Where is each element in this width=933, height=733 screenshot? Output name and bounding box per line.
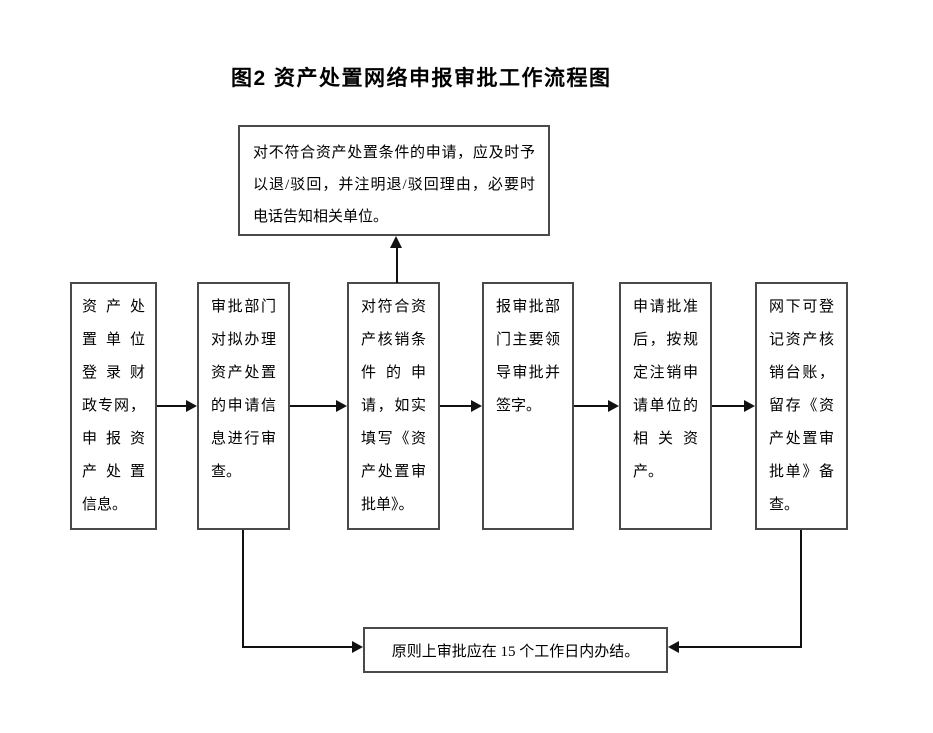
text-line: 资产处 [82, 299, 145, 315]
text-line: 产核销条 [361, 332, 426, 348]
step-box-offline-ledger: 网下可登记资产核销台账， 留存《资产处置审批单》备查。 [755, 282, 848, 530]
text-line: 件的申 [361, 365, 426, 381]
text-line: 定注销申 [633, 365, 698, 381]
text-line: 资产处置 [211, 365, 276, 381]
arrow-up-icon [390, 236, 402, 248]
connector-step6-deadline-horizontal [679, 646, 801, 648]
deadline-text: 原则上审批应在 15 个工作日内办结。 [391, 643, 640, 660]
connector-step1-step2 [157, 405, 186, 407]
connector-step2-step3 [290, 405, 336, 407]
text-line: 查。 [211, 464, 242, 480]
step-box-review-application: 审批部门对拟办理资产处置的申请信息进行审查。 [197, 282, 290, 530]
arrow-left-icon [668, 641, 679, 653]
deadline-box: 原则上审批应在 15 个工作日内办结。 [363, 627, 668, 673]
text-line: 信息。 [82, 497, 128, 513]
step-box-cancel-assets: 申请批准后，按规定注销申请单位的相关资产。 [619, 282, 712, 530]
text-line: 息进行审 [211, 431, 276, 447]
text-line: 产处置审 [769, 431, 834, 447]
arrow-right-icon [744, 400, 755, 412]
connector-step2-deadline-vertical [242, 530, 244, 648]
text-line: 审批部门 [211, 299, 276, 315]
text-line: 批单》。 [361, 497, 414, 513]
text-line: 请单位的 [633, 398, 698, 414]
text-line: 对不符合资产处置条件的申请，应及时予 [253, 145, 535, 161]
connector-step3-note [396, 247, 398, 283]
text-line: 对符合资 [361, 299, 426, 315]
text-line: 对拟办理 [211, 332, 276, 348]
diagram-title: 图2 资产处置网络申报审批工作流程图 [231, 67, 612, 90]
connector-step5-step6 [712, 405, 744, 407]
text-line: 销台账， [769, 365, 834, 381]
text-line: 相关资 [633, 431, 698, 447]
step-box-fill-approval-form: 对符合资产核销条件的申请，如实填写《资产处置审批单》。 [347, 282, 440, 530]
text-line: 政专网， [82, 398, 145, 414]
text-line: 导审批并 [496, 365, 560, 381]
text-line: 报审批部 [496, 299, 560, 315]
connector-step2-deadline-horizontal [242, 646, 352, 648]
arrow-right-icon [336, 400, 347, 412]
text-line: 的申请信 [211, 398, 276, 414]
text-line: 查。 [769, 497, 800, 513]
text-line: 以退/驳回，并注明退/驳回理由，必要时 [253, 177, 535, 193]
text-line: 签字。 [496, 398, 542, 414]
text-line: 产处置审 [361, 464, 426, 480]
text-line: 网下可登 [769, 299, 834, 315]
text-line: 产处置 [82, 464, 145, 480]
connector-step3-step4 [440, 405, 471, 407]
step-box-declare-info: 资产处置单位登录财政专网， 申报资产处置信息。 [70, 282, 157, 530]
text-line: 后，按规 [633, 332, 698, 348]
text-line: 请，如实 [361, 398, 426, 414]
arrow-right-icon [608, 400, 619, 412]
text-line: 门主要领 [496, 332, 560, 348]
text-line: 批单》备 [769, 464, 834, 480]
connector-step4-step5 [574, 405, 608, 407]
connector-step6-deadline-vertical [800, 530, 802, 648]
arrow-right-icon [352, 641, 363, 653]
arrow-right-icon [186, 400, 197, 412]
text-line: 产。 [633, 464, 664, 480]
text-line: 申报资 [82, 431, 145, 447]
text-line: 电话告知相关单位。 [253, 209, 389, 225]
text-line: 置单位 [82, 332, 145, 348]
text-line: 留存《资 [769, 398, 834, 414]
text-line: 填写《资 [361, 431, 426, 447]
step-box-leader-sign: 报审批部门主要领导审批并签字。 [482, 282, 574, 530]
arrow-right-icon [471, 400, 482, 412]
text-line: 申请批准 [633, 299, 698, 315]
note-box-rejection-rule: 对不符合资产处置条件的申请，应及时予以退/驳回，并注明退/驳回理由，必要时电话告… [238, 125, 550, 236]
text-line: 记资产核 [769, 332, 834, 348]
text-line: 登录财 [82, 365, 145, 381]
